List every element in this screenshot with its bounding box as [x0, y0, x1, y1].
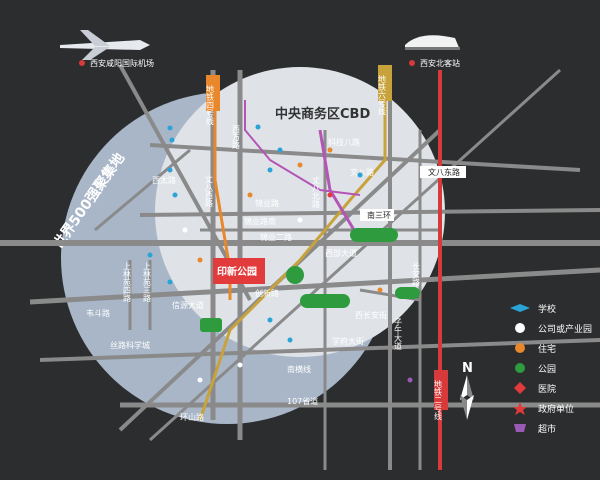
project-label: 印新公园 — [217, 265, 257, 278]
station-marker: 西安北客站 — [405, 35, 460, 68]
road-label-nan3: 南三环 — [367, 210, 391, 220]
road-label-zhaoxiao: 学府大街 — [332, 336, 364, 346]
residence-icon — [515, 343, 525, 353]
legend-item-supermarket: 超市 — [514, 423, 556, 435]
park-area — [286, 266, 304, 284]
park-area — [395, 287, 420, 299]
company-icon — [515, 323, 525, 333]
legend-label: 学校 — [538, 303, 556, 315]
legend-item-park: 公园 — [515, 363, 556, 375]
metro-label-line4: 地铁四号线 — [206, 84, 215, 125]
government-icon — [513, 402, 527, 415]
road-label-shangji: 上林苑四路 — [123, 262, 132, 302]
road-label-zishan: 丝路科学城 — [110, 340, 150, 350]
legend-item-company: 公司或产业园 — [515, 323, 592, 335]
legend-item-hospital: 医院 — [514, 382, 556, 395]
road-label-wenba: 文八路 — [350, 167, 374, 177]
project-marker: 印新公园 — [213, 258, 265, 284]
road-label-huanshan: 环山路 — [180, 412, 204, 422]
legend-label: 超市 — [538, 423, 556, 435]
park-area — [200, 318, 222, 332]
supermarket-icon — [514, 424, 526, 432]
road-label-jinye-south: 锦业路南 — [244, 216, 276, 226]
compass: N — [460, 361, 474, 420]
road-label-xichang-an: 西长安街 — [355, 310, 387, 320]
road-label-wenba-north: 丈八北路 — [312, 175, 321, 208]
station-label: 西安北客站 — [420, 58, 460, 68]
legend-item-residence: 住宅 — [515, 343, 556, 355]
compass-north-letter: N — [462, 361, 473, 376]
road-label-xiwan: 西万路 — [232, 125, 241, 149]
road-label-shanglin3: 上林苑三路 — [143, 262, 152, 302]
map-legend: 学校 公司或产业园 住宅 公园 医院 政府单位 超市 — [510, 303, 592, 435]
legend-label: 公司或产业园 — [538, 323, 592, 335]
road-label-shanglin-south: 韦斗路 — [86, 308, 110, 318]
north-arrow-icon — [460, 375, 467, 400]
road-label-xiba: 西部大道 — [325, 248, 357, 258]
legend-label: 医院 — [538, 383, 556, 395]
road-label-zwu: 子午大道 — [394, 318, 403, 351]
road-label-changan: 长安路 — [412, 261, 421, 286]
metro-tag-line4: 地铁四号线 — [206, 75, 220, 125]
park-areas — [200, 228, 420, 332]
road-label-wenba-east: 文八东路 — [428, 167, 460, 177]
poi-markers — [147, 124, 413, 383]
airport-marker: 西安咸阳国际机场 — [60, 30, 154, 68]
road-label-jinye2: 锦业二路 — [260, 232, 292, 242]
road-label-jinye: 锦业路 — [255, 198, 279, 208]
legend-label: 公园 — [538, 364, 556, 375]
legend-label: 住宅 — [538, 343, 556, 355]
metro-label-line2: 地铁二号线 — [434, 379, 443, 420]
road-label-keji8: 科技八路 — [328, 137, 360, 147]
legend-label: 政府单位 — [538, 403, 574, 415]
road-label-g107: 107省道 — [287, 396, 318, 406]
metro-tag-line6: 地铁六号线 — [378, 65, 392, 115]
legend-item-school: 学校 — [510, 303, 556, 315]
road-label-xinyuan: 信源大道 — [172, 300, 204, 310]
road-label-chuangxin: 创新路 — [255, 288, 279, 298]
road-label-nanhuan: 南横线 — [287, 364, 311, 374]
park-area — [300, 294, 350, 308]
park-icon — [515, 363, 525, 373]
legend-item-government: 政府单位 — [513, 402, 574, 415]
metro-label-line6: 地铁六号线 — [378, 74, 387, 115]
airport-label: 西安咸阳国际机场 — [90, 58, 154, 68]
road-label-zhangba: 丈八西路 — [205, 174, 214, 207]
road-label-xitai: 西太路 — [152, 175, 176, 185]
hospital-icon — [514, 382, 526, 394]
school-icon — [510, 304, 530, 312]
park-area — [350, 228, 398, 242]
metro-tag-line2: 地铁二号线 — [434, 370, 448, 420]
cbd-label: 中央商务区CBD — [275, 106, 370, 122]
